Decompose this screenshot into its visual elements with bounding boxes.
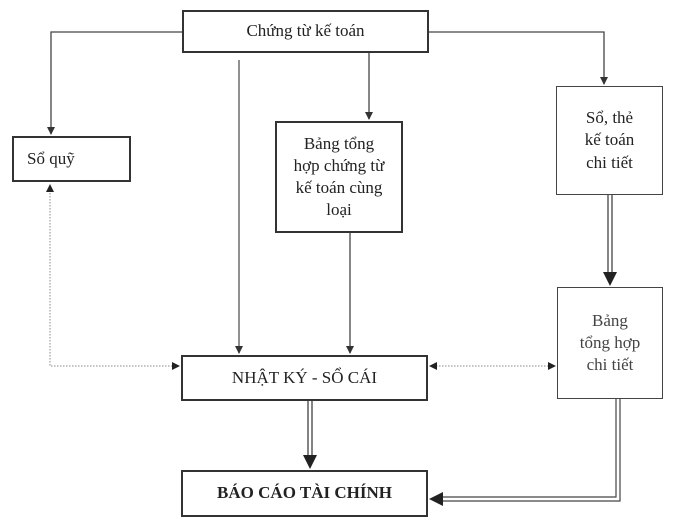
node-bang-tong-hop-chi-tiet: Bảng tổng hợp chi tiết [557,287,663,399]
node-so-the-ke-toan-chi-tiet: Sổ, thẻ kế toán chi tiết [556,86,663,195]
node-nhat-ky-so-cai: NHẬT KÝ - SỔ CÁI [181,355,428,401]
node-chung-tu-ke-toan: Chứng từ kế toán [182,10,429,53]
arrow-nhatky-to-baocao [303,401,317,469]
arrow-soquy-nhatky-dotted [46,184,180,370]
node-label: NHẬT KÝ - SỔ CÁI [231,367,378,387]
node-label: Bảng tổng hợp chi tiết [579,310,641,375]
arrow-nhatky-bangct-dotted [429,362,556,370]
arrow-chungtu-to-soquy [47,31,182,135]
node-label: Chứng từ kế toán [246,21,365,41]
node-so-quy: Sổ quỹ [12,136,131,182]
node-bao-cao-tai-chinh: BÁO CÁO TÀI CHÍNH [181,470,428,517]
node-label: BÁO CÁO TÀI CHÍNH [217,483,392,503]
arrow-bangct-to-baocao [429,399,621,506]
node-label: Sổ quỹ [27,148,75,168]
node-label: Bảng tổng hợp chứng từ kế toán cùng loại [293,133,385,220]
node-label: Sổ, thẻ kế toán chi tiết [584,108,635,172]
arrow-sothe-to-bangct [603,195,617,286]
node-bang-tong-hop-chung-tu: Bảng tổng hợp chứng từ kế toán cùng loại [275,121,403,233]
arrow-chungtu-to-sothe [429,31,608,85]
